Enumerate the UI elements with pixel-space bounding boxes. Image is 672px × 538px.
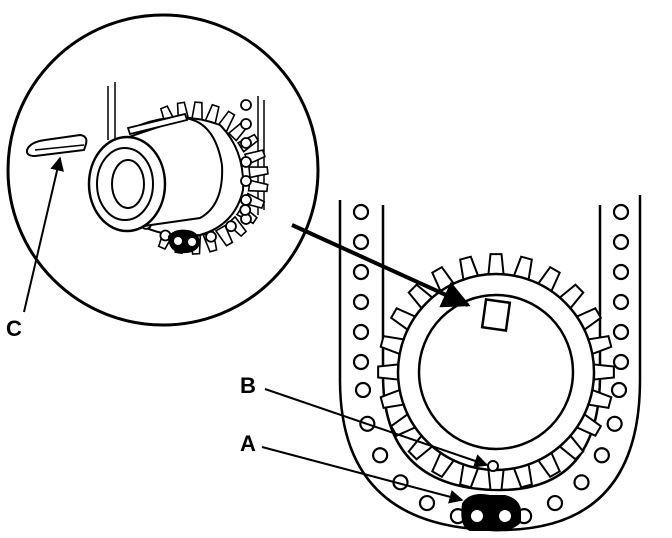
detail-colored-link <box>168 229 200 254</box>
chain-roller <box>352 203 370 221</box>
colored-chain-link <box>461 494 521 532</box>
chain-roller <box>372 447 389 464</box>
chain-roller <box>612 263 630 281</box>
chain-roller <box>352 353 370 371</box>
chain-roller <box>606 415 623 432</box>
detail-chain-roller <box>240 118 252 130</box>
chain-roller <box>418 494 436 512</box>
detail-chain-roller <box>239 204 252 216</box>
leader-b <box>264 388 489 468</box>
chain-roller <box>593 447 610 464</box>
chain-roller <box>546 494 564 512</box>
crankshaft-sprocket <box>377 253 615 491</box>
crankshaft-key <box>480 298 512 332</box>
detail-chain-roller <box>240 156 252 168</box>
main-assembly <box>338 195 642 532</box>
detail-arrow <box>291 223 471 308</box>
leader-c <box>23 156 64 313</box>
chain-roller <box>612 353 630 371</box>
leader-a <box>261 446 464 504</box>
callout-label-b: B <box>240 373 256 398</box>
callout-label-a: A <box>240 431 256 456</box>
detail-sprocket-tooth <box>214 224 234 247</box>
chain-roller <box>354 381 372 399</box>
chain-roller <box>352 233 370 251</box>
detail-chain-roller <box>225 220 237 233</box>
chain-roller <box>612 233 630 251</box>
chain-roller <box>352 323 370 341</box>
chain-rollers <box>352 203 630 529</box>
detail-chain-rollers <box>140 99 252 246</box>
chain-roller <box>610 381 628 399</box>
detail-chain-roller <box>240 99 252 111</box>
sprocket-bore <box>417 293 575 451</box>
crankshaft-snout <box>87 112 224 233</box>
detail-view <box>6 13 320 327</box>
chain-roller <box>612 293 630 311</box>
detail-sprocket-tooth <box>248 166 269 179</box>
chain-roller <box>612 323 630 341</box>
woodruff-key <box>25 133 88 158</box>
detail-chain-roller <box>240 194 252 206</box>
chain-roller <box>352 263 370 281</box>
sprocket-timing-mark <box>487 460 499 472</box>
detail-chain-roller <box>240 137 252 149</box>
chain-roller <box>352 293 370 311</box>
callout-leaders <box>23 156 489 504</box>
detail-sprocket-tooth <box>247 179 269 193</box>
chain-roller <box>573 474 590 491</box>
detail-chain-roller <box>240 175 252 187</box>
detail-chain-roller <box>205 230 217 243</box>
callout-label-c: C <box>6 316 22 341</box>
chain-roller <box>612 203 630 221</box>
